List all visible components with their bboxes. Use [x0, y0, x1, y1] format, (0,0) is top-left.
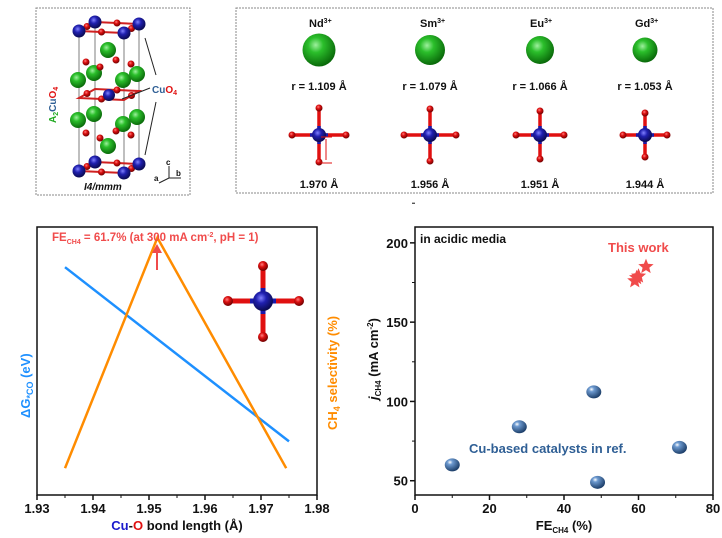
- ion-symbol: Nd3+: [309, 18, 332, 30]
- ion-sphere: [526, 36, 554, 64]
- this-work-label: This work: [608, 240, 669, 255]
- plot-frame: [36, 226, 318, 496]
- ion-symbol: Eu3+: [530, 18, 552, 30]
- y-tick-label: 200: [386, 236, 408, 251]
- ions-panel: Nd3+ r = 1.109 Å 1.970 Å Sm3+ r = 1.079 Å 1.9…: [235, 7, 714, 194]
- x-axis-label: FECH4 (%): [536, 518, 592, 535]
- ionic-radius: r = 1.109 Å: [291, 80, 346, 93]
- y-tick-label: 150: [386, 315, 408, 330]
- x-tick-label: 40: [557, 501, 571, 516]
- cuo4-motif-icon: [512, 107, 568, 163]
- y-tick-label: 50: [394, 474, 408, 489]
- x-tick-label: 1.95: [136, 501, 161, 516]
- x-tick-label: 1.97: [248, 501, 273, 516]
- cuo4-motif-icon: [288, 104, 350, 166]
- ion-sm: Sm3+ r = 1.079 Å 1.956 Å: [400, 18, 460, 191]
- axis-b-label: b: [176, 169, 181, 178]
- ion-sphere: [302, 33, 336, 67]
- cuo4-label: CuO4: [152, 85, 177, 97]
- cuo4-motif-icon: [400, 105, 460, 165]
- ch4-selectivity-line: [63, 234, 288, 469]
- reference-point: [671, 440, 687, 454]
- reference-point: [590, 475, 606, 489]
- reference-label: Cu-based catalysts in ref.: [469, 441, 627, 456]
- scatter-chart: 0 20 40 60 80 50 100 150 200 in acidic media Thi…: [366, 202, 720, 535]
- bond-length: 1.956 Å: [411, 178, 450, 191]
- delta-g-line: [64, 266, 290, 443]
- crystal-structure-panel: CuO4 A2CuO4 I4/mmm c b a: [35, 7, 191, 196]
- bond-length: 1.951 Å: [521, 178, 560, 191]
- pointer-arrows: [121, 37, 157, 156]
- a-site-atoms: [70, 42, 145, 154]
- axis-a-label: a: [154, 174, 159, 183]
- bond-length: 1.944 Å: [626, 178, 665, 191]
- y-axis-label: jCH4 (mA cm-2): [366, 318, 383, 402]
- bond-length: 1.970 Å: [300, 178, 339, 191]
- x-tick-label: 80: [706, 501, 720, 516]
- axes-triad-icon: [158, 166, 181, 184]
- cuo4-motif-icon: [223, 261, 304, 342]
- ionic-radius: r = 1.066 Å: [512, 80, 567, 93]
- x-tick-label: 60: [631, 501, 645, 516]
- x-tick-label: 20: [482, 501, 496, 516]
- peak-annotation: FECH4 = 61.7% (at 300 mA cm-2, pH = 1): [52, 232, 259, 246]
- x-tick-label: 0: [411, 501, 418, 516]
- ion-sphere: [632, 37, 658, 63]
- cuo4-motif-icon: [619, 109, 671, 161]
- ion-gd: Gd3+ r = 1.053 Å 1.944 Å: [617, 18, 672, 191]
- x-tick-label: 1.93: [24, 501, 49, 516]
- left-y-axis-label: ΔG*CO (eV): [18, 353, 35, 418]
- y-tick-label: 100: [386, 394, 408, 409]
- ionic-radius: r = 1.053 Å: [617, 80, 672, 93]
- media-note: in acidic media: [420, 232, 506, 246]
- formula-label: A2CuO4: [48, 87, 60, 123]
- panel-border: [35, 7, 191, 196]
- bond-length-chart: 1.93 1.94 1.95 1.96 1.97 1.98 FECH4 = 61.7% (…: [18, 226, 342, 533]
- ion-symbol: Gd3+: [635, 18, 658, 30]
- reference-point: [511, 420, 527, 434]
- axis-c-label: c: [166, 158, 171, 167]
- cuo4-layers: [72, 15, 146, 180]
- reference-point: [586, 385, 602, 399]
- this-work-star: [630, 268, 647, 283]
- x-tick-label: 1.98: [304, 501, 329, 516]
- x-tick-label: 1.96: [192, 501, 217, 516]
- ion-sphere: [415, 35, 445, 65]
- ion-nd: Nd3+ r = 1.109 Å 1.970 Å: [288, 18, 350, 191]
- x-axis-label: Cu-O bond length (Å): [111, 518, 242, 533]
- peak-arrow-head: [152, 244, 162, 253]
- space-group-label: I4/mmm: [84, 182, 122, 193]
- ion-eu: Eu3+ r = 1.066 Å 1.951 Å: [512, 18, 567, 191]
- reference-point: [444, 458, 460, 472]
- panel-border: [235, 7, 714, 194]
- ionic-radius: r = 1.079 Å: [402, 80, 457, 93]
- x-tick-label: 1.94: [80, 501, 106, 516]
- right-y-axis-label: CH4 selectivity (%): [325, 316, 342, 430]
- ion-symbol: Sm3+: [420, 18, 445, 30]
- this-work-star: [638, 258, 654, 274]
- unit-cell-edges: [78, 22, 140, 174]
